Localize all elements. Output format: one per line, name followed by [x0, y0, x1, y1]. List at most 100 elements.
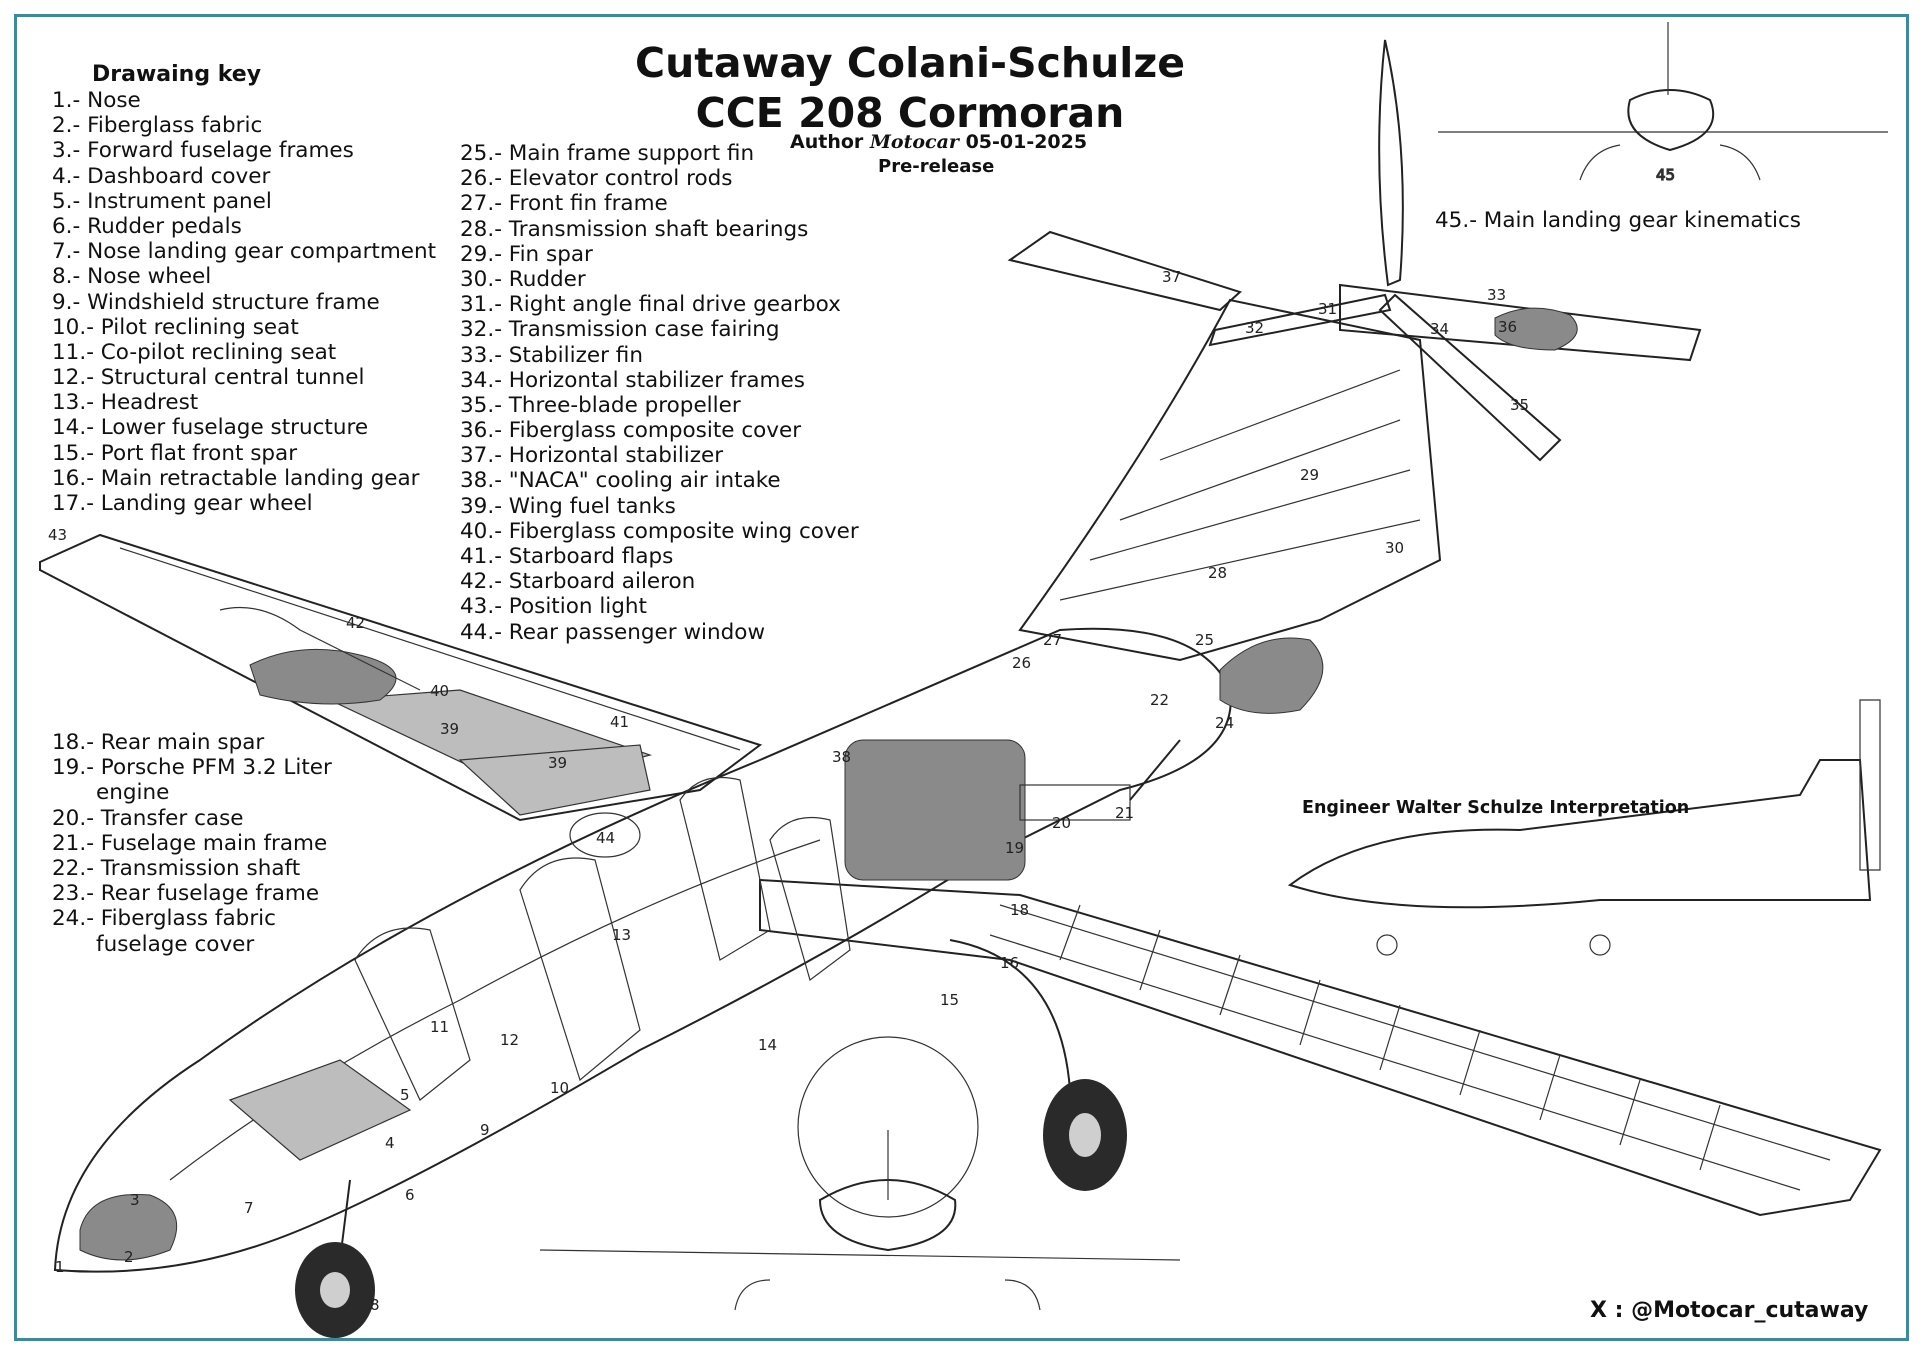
key-item: 29.- Fin spar	[460, 241, 593, 267]
svg-text:44: 44	[596, 829, 615, 847]
svg-text:12: 12	[500, 1031, 519, 1049]
svg-text:39: 39	[440, 720, 459, 738]
svg-text:9: 9	[480, 1121, 490, 1139]
schulze-label: Engineer Walter Schulze Interpretation	[1302, 798, 1690, 818]
svg-text:30: 30	[1385, 539, 1404, 557]
horizontal-stabilizer	[1007, 230, 1242, 312]
svg-text:41: 41	[610, 713, 629, 731]
key-item: 22.- Transmission shaft	[52, 855, 301, 881]
key-item: 20.- Transfer case	[52, 805, 244, 831]
key-item: 21.- Fuselage main frame	[52, 830, 328, 856]
key-item: 39.- Wing fuel tanks	[460, 493, 676, 519]
svg-text:27: 27	[1043, 631, 1062, 649]
key-item: 11.- Co-pilot reclining seat	[52, 339, 337, 365]
social-handle: X : @Motocar_cutaway	[1590, 1298, 1869, 1323]
seats	[354, 776, 851, 1101]
author-prefix: Author	[790, 131, 864, 153]
nose-landing-gear	[295, 1179, 375, 1338]
key-item: 1.- Nose	[52, 88, 141, 113]
key-item: 12.- Structural central tunnel	[52, 365, 365, 391]
fuel-tank-outboard	[458, 744, 651, 816]
key-item: 33.- Stabilizer fin	[460, 342, 643, 368]
key-list-col1: 1.- Nose 2.- Fiberglass fabric 3.- Forwa…	[52, 88, 436, 516]
engine	[844, 739, 1026, 881]
status-label: Pre-release	[878, 156, 995, 177]
key-item: 35.- Three-blade propeller	[460, 392, 741, 418]
rear-fabric-patch	[1219, 637, 1324, 714]
svg-text:22: 22	[1150, 691, 1169, 709]
main-landing-gear	[949, 939, 1127, 1191]
key-item: 37.- Horizontal stabilizer	[460, 443, 724, 469]
key-item: 32.- Transmission case fairing	[460, 317, 780, 343]
gear-kinematics-inset: 45	[1438, 22, 1888, 185]
key-item: 40.- Fiberglass composite wing cover	[460, 518, 859, 544]
key-item: 24.- Fiberglass fabric	[52, 906, 276, 932]
key-item: 18.- Rear main spar	[52, 730, 265, 755]
svg-text:35: 35	[1510, 396, 1529, 414]
key-item: 19.- Porsche PFM 3.2 Liter	[52, 755, 332, 781]
author-date: 05-01-2025	[965, 131, 1088, 153]
key-item: 17.- Landing gear wheel	[52, 491, 313, 516]
starboard-wing	[39, 533, 763, 822]
svg-text:5: 5	[400, 1086, 410, 1104]
svg-text:26: 26	[1012, 654, 1031, 672]
svg-text:43: 43	[48, 526, 67, 544]
key-heading: Drawaing key	[92, 62, 262, 87]
key-item: 9.- Windshield structure frame	[52, 289, 380, 315]
key-item: 31.- Right angle final drive gearbox	[460, 292, 841, 318]
key-item: 44.- Rear passenger window	[460, 619, 766, 645]
svg-text:32: 32	[1245, 319, 1264, 337]
key-item: 14.- Lower fuselage structure	[52, 415, 369, 441]
key-item: 5.- Instrument panel	[52, 188, 272, 214]
svg-text:4: 4	[385, 1134, 395, 1152]
fin-frames	[1059, 369, 1421, 601]
svg-text:42: 42	[346, 614, 365, 632]
key-item: 4.- Dashboard cover	[52, 163, 271, 189]
svg-text:21: 21	[1115, 804, 1134, 822]
key-item: 30.- Rudder	[460, 266, 586, 292]
author-line: Author Motocar 05-01-2025	[790, 131, 1087, 153]
key-item: 16.- Main retractable landing gear	[52, 465, 420, 491]
svg-text:16: 16	[1000, 954, 1019, 972]
key-list-col3: 18.- Rear main spar 19.- Porsche PFM 3.2…	[52, 730, 332, 957]
title-line2: CCE 208 Cormoran	[695, 89, 1125, 137]
svg-text:1: 1	[55, 1258, 65, 1276]
key-item-continuation: fuselage cover	[96, 931, 255, 957]
key-item: 42.- Starboard aileron	[460, 569, 696, 595]
port-wing-ribs	[989, 904, 1831, 1191]
key-item: 43.- Position light	[460, 594, 647, 620]
svg-text:15: 15	[940, 991, 959, 1009]
key-item: 8.- Nose wheel	[52, 264, 212, 290]
svg-text:19: 19	[1005, 839, 1024, 857]
key-item: 38.- "NACA" cooling air intake	[460, 468, 781, 494]
port-wing	[759, 878, 1882, 1217]
gear-kinematics-label: 45.- Main landing gear kinematics	[1435, 208, 1801, 233]
key-item: 27.- Front fin frame	[460, 191, 668, 217]
svg-text:13: 13	[612, 926, 631, 944]
svg-text:36: 36	[1498, 318, 1517, 336]
key-item: 26.- Elevator control rods	[460, 166, 733, 192]
key-item: 6.- Rudder pedals	[52, 213, 242, 239]
svg-text:38: 38	[832, 748, 851, 766]
svg-text:31: 31	[1318, 300, 1337, 318]
svg-text:25: 25	[1195, 631, 1214, 649]
svg-text:7: 7	[244, 1199, 254, 1217]
svg-text:20: 20	[1052, 814, 1071, 832]
svg-text:28: 28	[1208, 564, 1227, 582]
tail-fin	[1018, 298, 1442, 662]
right-stabilizer	[1339, 283, 1702, 362]
svg-text:14: 14	[758, 1036, 777, 1054]
page-title: Cutaway Colani-Schulze CCE 208 Cormoran	[560, 38, 1260, 138]
key-item: 7.- Nose landing gear compartment	[52, 239, 437, 265]
svg-text:34: 34	[1430, 320, 1449, 338]
svg-text:29: 29	[1300, 466, 1319, 484]
key-item-continuation: engine	[96, 780, 170, 806]
svg-text:18: 18	[1010, 901, 1029, 919]
svg-text:39: 39	[548, 754, 567, 772]
propeller	[1208, 39, 1562, 462]
svg-text:8: 8	[370, 1296, 380, 1314]
svg-text:3: 3	[130, 1191, 140, 1209]
rear-passenger-window	[569, 812, 641, 858]
key-item: 10.- Pilot reclining seat	[52, 314, 299, 340]
